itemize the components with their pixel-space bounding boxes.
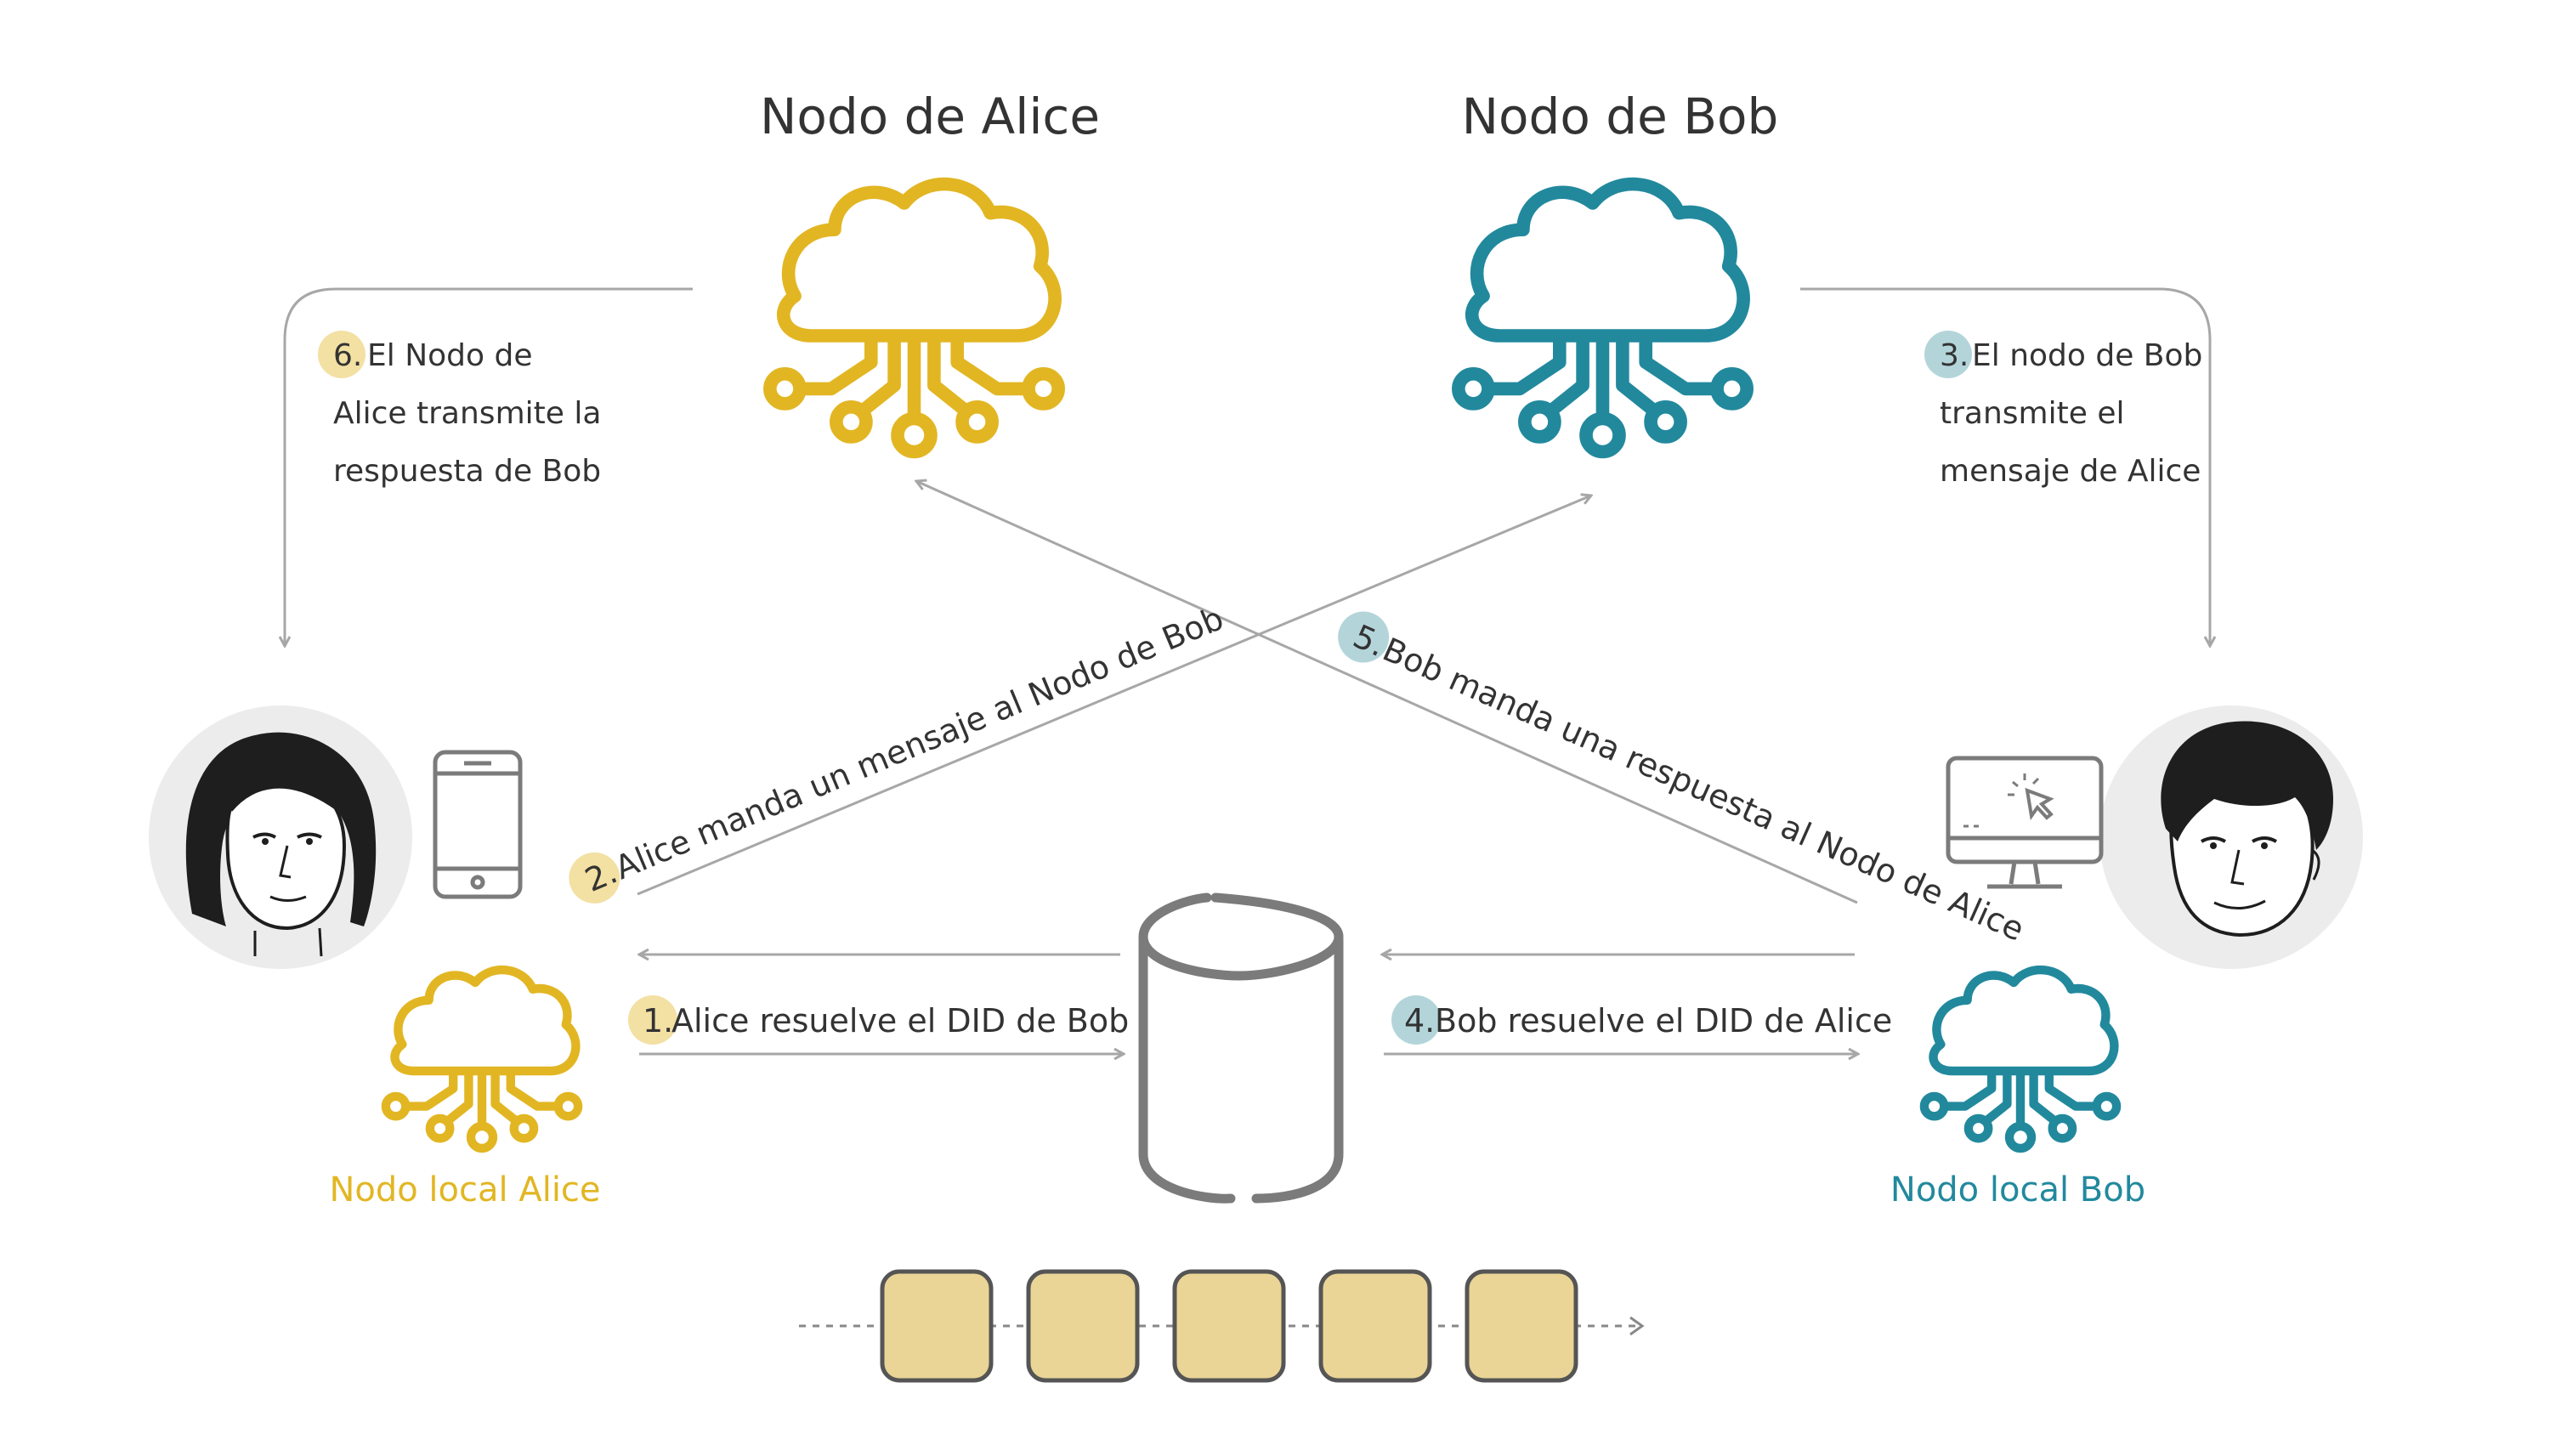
block-4	[1318, 1269, 1432, 1383]
alice-local-node-cloud-icon	[386, 970, 578, 1148]
step2-badge	[569, 852, 620, 904]
alice-node-title: Nodo de Alice	[760, 88, 1100, 145]
block-5	[1465, 1269, 1578, 1383]
step4-number: 4.	[1404, 1002, 1435, 1040]
bob-node-cloud-icon	[1459, 184, 1747, 452]
step1-number: 1.	[643, 1002, 673, 1040]
alice-node-cloud-icon	[770, 184, 1058, 452]
step4-badge	[1391, 995, 1441, 1045]
step3-line3: mensaje de Alice	[1940, 454, 2201, 489]
step4-text: Bob resuelve el DID de Alice	[1435, 1002, 1892, 1040]
step3-number: 3.	[1940, 338, 1969, 373]
block-2	[1026, 1269, 1140, 1383]
step3-arrow	[1800, 287, 2210, 646]
step1-badge	[628, 995, 677, 1045]
step6-number: 6.	[333, 338, 362, 373]
step3-line2: transmite el	[1940, 396, 2124, 431]
step6-line2: Alice transmite la	[333, 396, 601, 431]
alice-local-node-label: Nodo local Alice	[329, 1170, 600, 1210]
bob-node-title: Nodo de Bob	[1462, 88, 1779, 145]
bob-local-node-cloud-icon	[1924, 970, 2116, 1148]
desktop-monitor-icon	[1946, 756, 2104, 889]
step6-badge	[318, 331, 365, 378]
blockchain-arrowhead	[1629, 1316, 1645, 1336]
step6-arrow	[285, 287, 693, 646]
step5-badge	[1338, 611, 1390, 663]
step6-line1: El Nodo de	[367, 338, 532, 373]
step2-text: Alice manda un mensaje al Nodo de Bob	[609, 599, 1228, 887]
block-1	[880, 1269, 994, 1383]
step3-badge	[1924, 331, 1972, 378]
step5-arrow	[916, 481, 1858, 904]
database-cylinder-icon	[1138, 892, 1344, 1204]
step3-line1: El nodo de Bob	[1972, 338, 2202, 373]
bob-avatar	[2099, 705, 2363, 969]
step2-arrow	[637, 496, 1591, 896]
alice-avatar	[149, 705, 412, 969]
step6-line3: respuesta de Bob	[333, 454, 601, 489]
step1-text: Alice resuelve el DID de Bob	[671, 1002, 1129, 1040]
smartphone-icon	[433, 750, 523, 899]
bob-local-node-label: Nodo local Bob	[1890, 1170, 2145, 1210]
blockchain-blocks	[880, 1269, 1578, 1383]
step5-text: Bob manda una respuesta al Nodo de Alice	[1377, 631, 2030, 949]
block-3	[1172, 1269, 1286, 1383]
